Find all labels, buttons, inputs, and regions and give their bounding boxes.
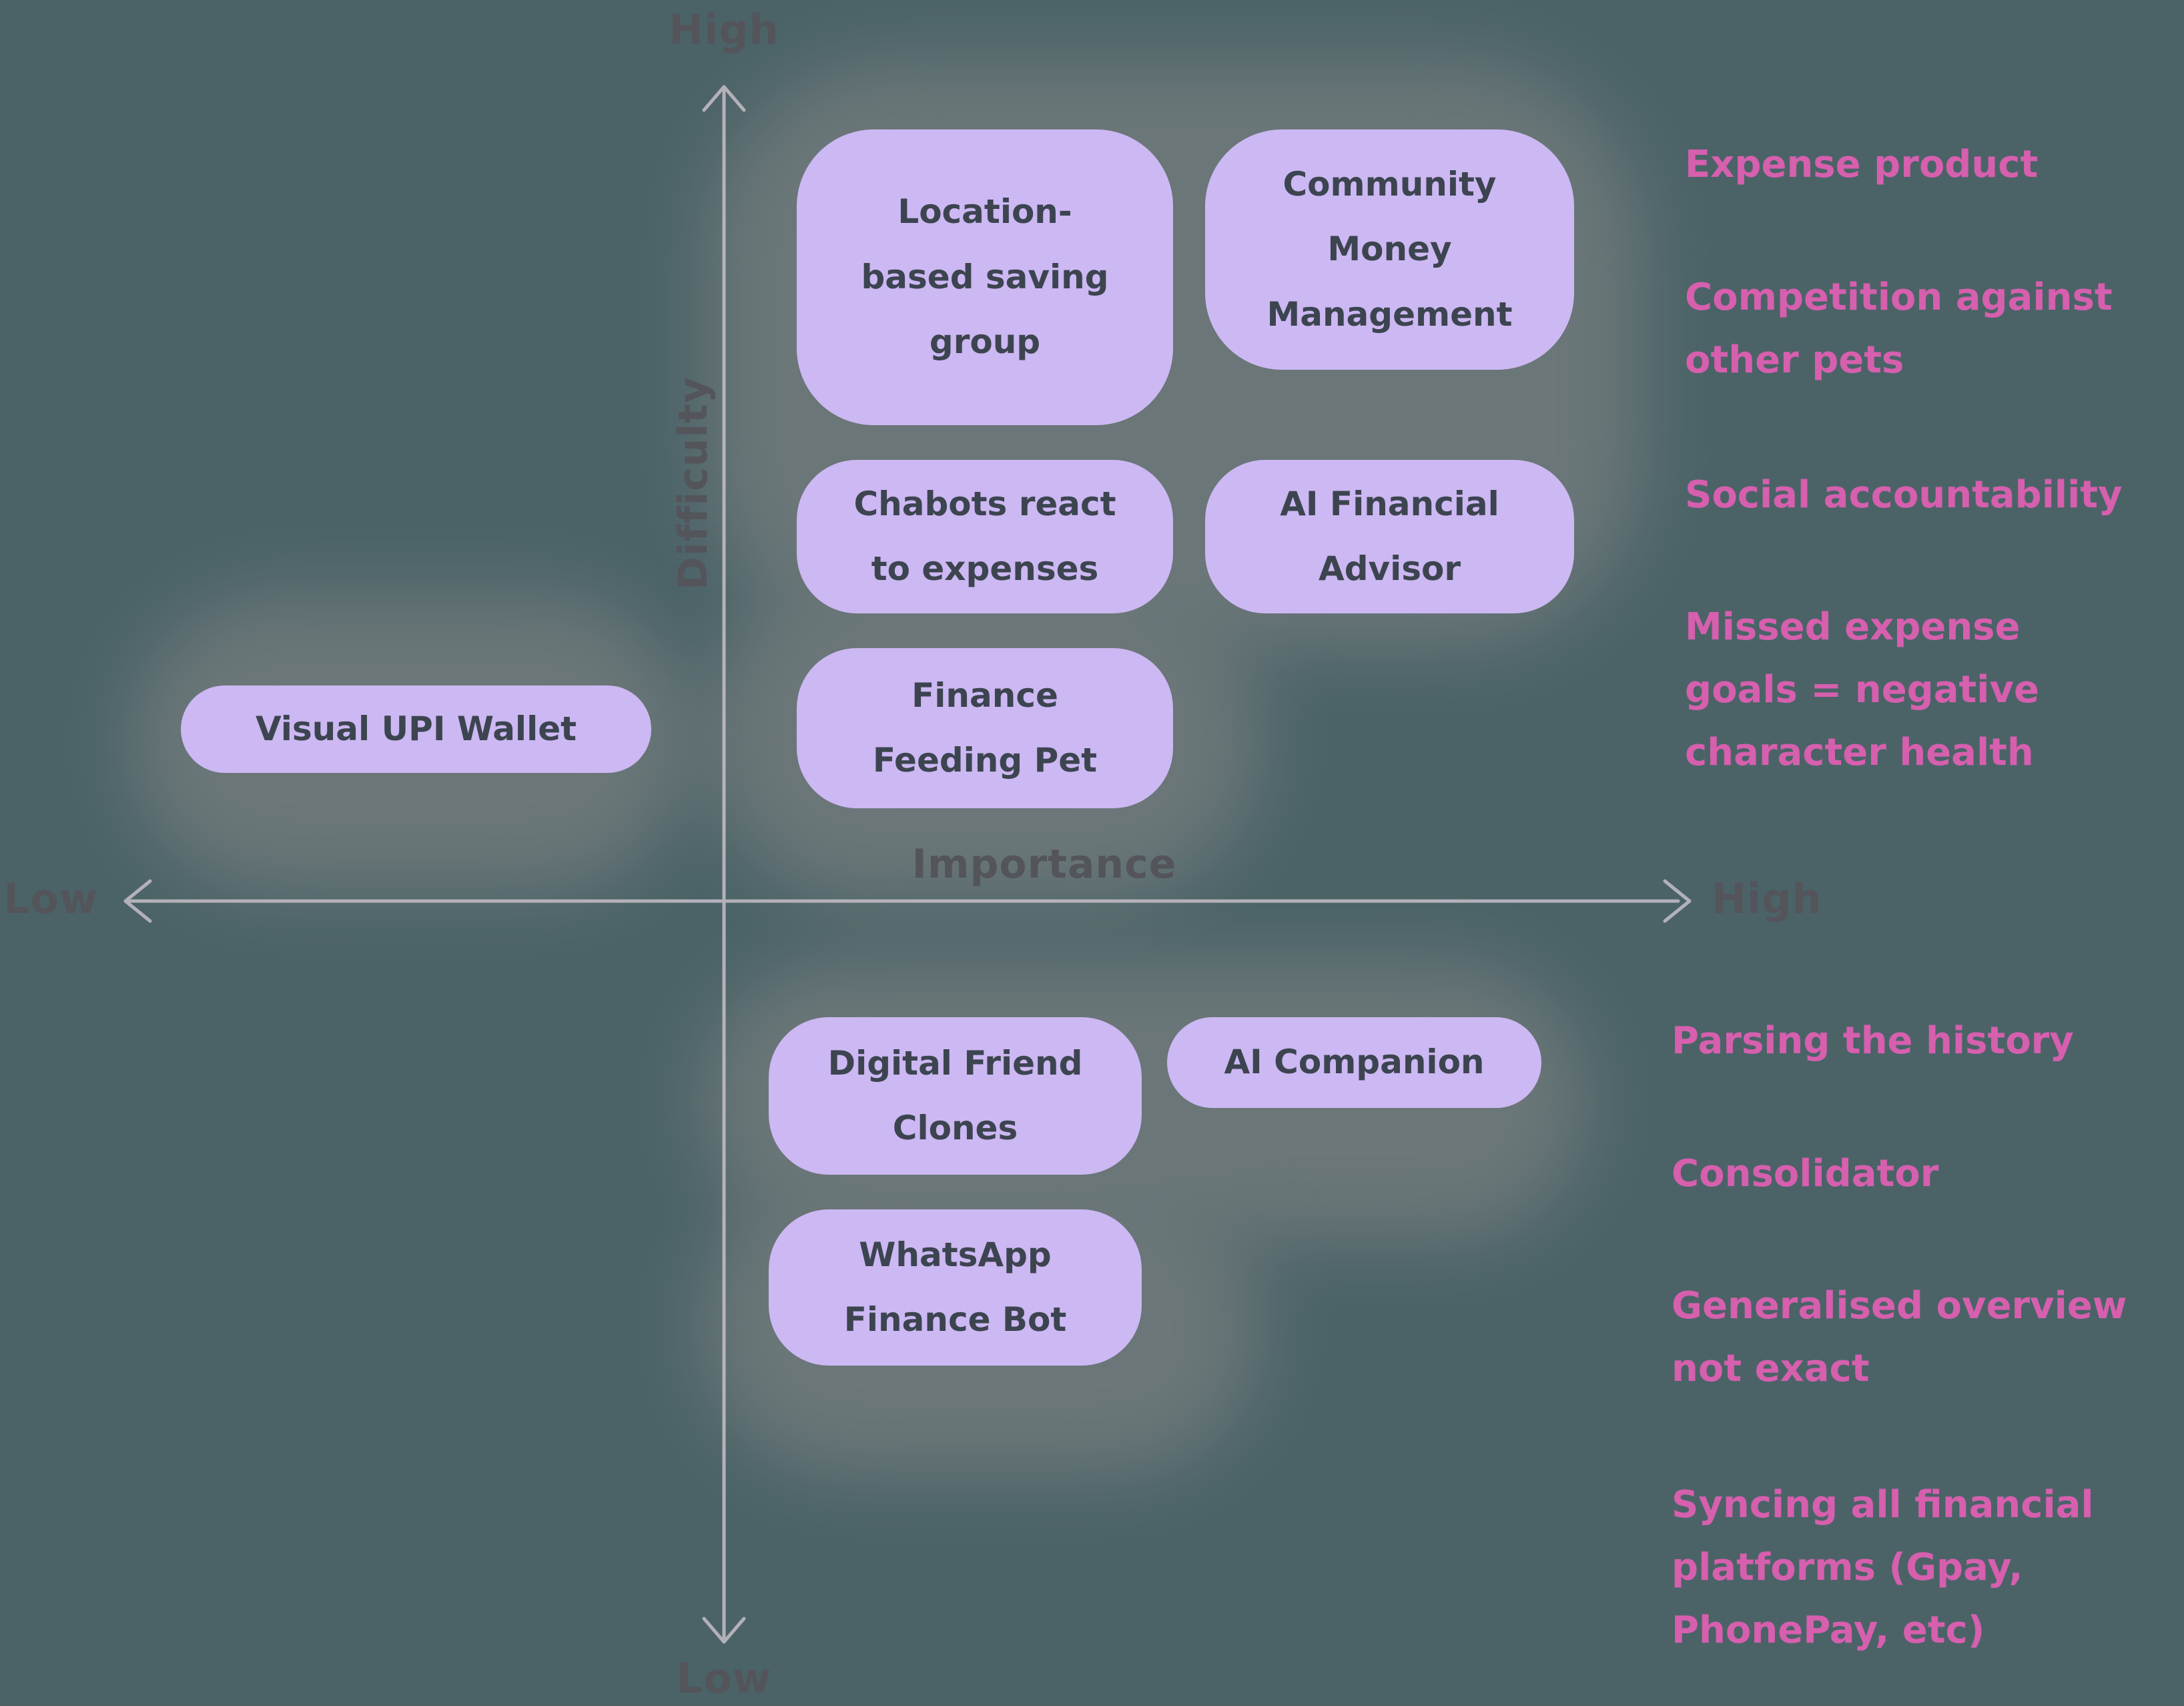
card-ai-financial-advisor: AI Financial Advisor [1205, 460, 1574, 613]
card-location-based-saving-group: Location- based saving group [797, 129, 1173, 425]
axis-title-importance: Importance [912, 841, 1177, 888]
card-finance-feeding-pet: Finance Feeding Pet [797, 648, 1173, 808]
arrow-left-icon [123, 879, 152, 923]
axis-title-difficulty: Difficulty [670, 376, 717, 590]
arrow-right-icon [1663, 879, 1692, 923]
annotation-expense-product: Expense product [1685, 143, 2039, 186]
axis-label-difficulty-low: Low [676, 1654, 772, 1703]
axis-label-importance-low: Low [3, 874, 99, 923]
card-chatbots-react-to-expenses: Chabots react to expenses [797, 460, 1173, 613]
annotation-syncing-platforms: Syncing all financial platforms (Gpay, P… [1672, 1483, 2094, 1653]
annotation-missed-expense-goals: Missed expense goals = negative characte… [1685, 605, 2039, 775]
axis-label-difficulty-high: High [669, 5, 779, 54]
card-ai-companion: AI Companion [1167, 1017, 1541, 1108]
annotation-consolidator: Consolidator [1672, 1152, 1939, 1195]
card-visual-upi-wallet: Visual UPI Wallet [181, 685, 651, 773]
arrow-up-icon [702, 85, 746, 112]
card-whatsapp-finance-bot: WhatsApp Finance Bot [769, 1209, 1142, 1366]
arrow-down-icon [702, 1617, 746, 1644]
card-community-money-management: Community Money Management [1205, 129, 1574, 370]
annotation-generalised-overview: Generalised overview not exact [1672, 1284, 2127, 1391]
annotation-competition-other-pets: Competition against other pets [1685, 276, 2113, 382]
axis-label-importance-high: High [1712, 874, 1822, 923]
annotation-parsing-the-history: Parsing the history [1672, 1019, 2074, 1063]
card-digital-friend-clones: Digital Friend Clones [769, 1017, 1142, 1175]
annotation-social-accountability: Social accountability [1685, 473, 2123, 517]
